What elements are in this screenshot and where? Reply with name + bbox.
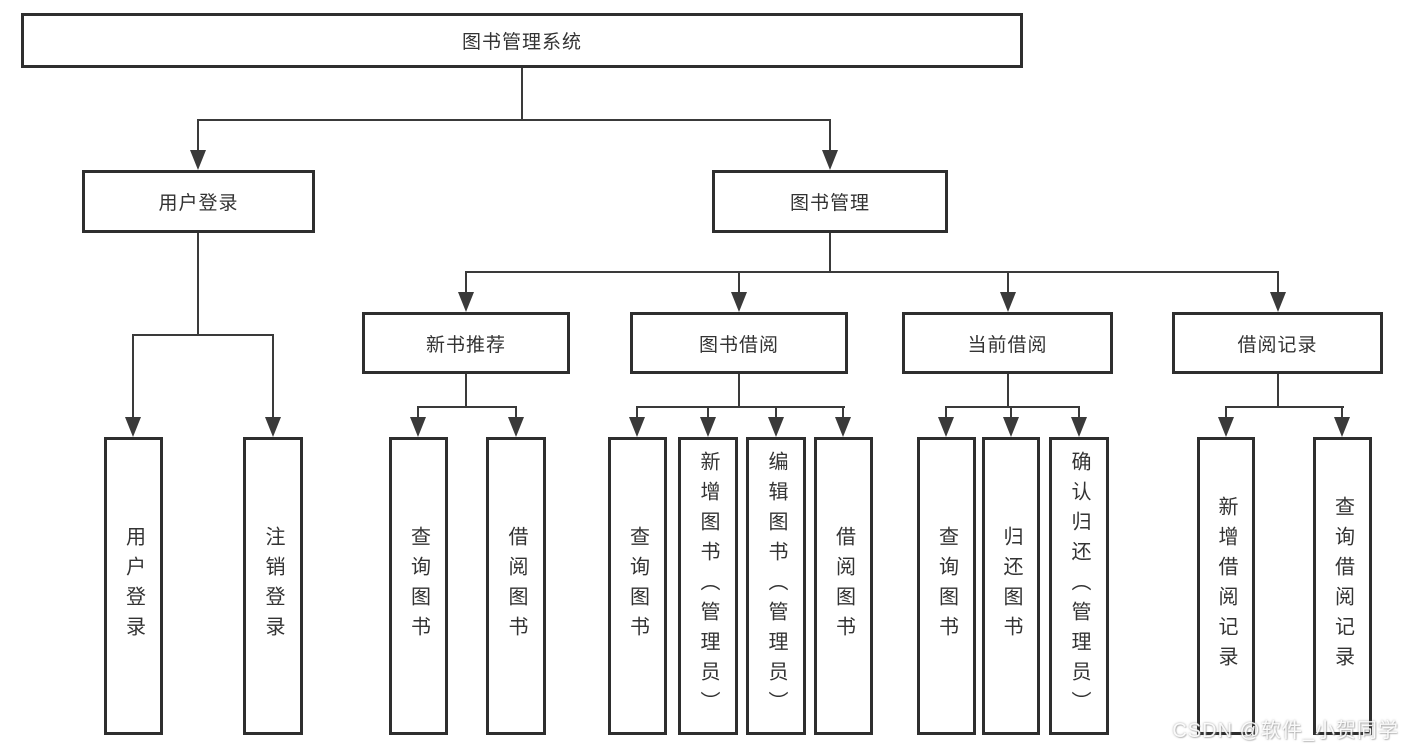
connector-line bbox=[132, 334, 274, 336]
arrowhead-icon bbox=[1071, 417, 1087, 437]
connector-line bbox=[1007, 271, 1009, 294]
node-current-borrowing: 当前借阅 bbox=[902, 312, 1113, 374]
leaf-borrow-books-recommend: 借阅图书 bbox=[486, 437, 546, 735]
connector-line bbox=[707, 406, 709, 420]
arrowhead-icon bbox=[1270, 292, 1286, 312]
arrowhead-icon bbox=[1000, 292, 1016, 312]
node-book-borrowing: 图书借阅 bbox=[630, 312, 848, 374]
leaf-logout: 注销登录 bbox=[243, 437, 303, 735]
leaf-add-books-admin: 新增图书（管理员） bbox=[678, 437, 738, 735]
leaf-query-borrow-record: 查询借阅记录 bbox=[1313, 437, 1372, 735]
arrowhead-icon bbox=[265, 417, 281, 437]
node-book-management: 图书管理 bbox=[712, 170, 948, 233]
connector-line bbox=[738, 271, 740, 294]
watermark: CSDN @软件_小贺同学 bbox=[1172, 720, 1399, 742]
leaf-add-borrow-record: 新增借阅记录 bbox=[1197, 437, 1255, 735]
connector-line bbox=[945, 406, 1080, 408]
node-new-book-recommendation: 新书推荐 bbox=[362, 312, 570, 374]
connector-line bbox=[465, 374, 467, 408]
leaf-query-books-borrow: 查询图书 bbox=[608, 437, 667, 735]
arrowhead-icon bbox=[508, 417, 524, 437]
arrowhead-icon bbox=[125, 417, 141, 437]
connector-line bbox=[775, 406, 777, 420]
connector-line bbox=[636, 406, 845, 408]
connector-line bbox=[465, 271, 467, 294]
leaf-borrow-books: 借阅图书 bbox=[814, 437, 873, 735]
connector-line bbox=[1007, 374, 1009, 408]
leaf-user-login: 用户登录 bbox=[104, 437, 163, 735]
connector-line bbox=[1277, 374, 1279, 408]
connector-line bbox=[1078, 406, 1080, 420]
node-library-management-system: 图书管理系统 bbox=[21, 13, 1023, 68]
arrowhead-icon bbox=[410, 417, 426, 437]
connector-line bbox=[132, 334, 134, 420]
arrowhead-icon bbox=[768, 417, 784, 437]
leaf-confirm-return-admin: 确认归还（管理员） bbox=[1049, 437, 1109, 735]
connector-line bbox=[738, 374, 740, 408]
connector-line bbox=[417, 406, 419, 420]
connector-line bbox=[829, 233, 831, 273]
node-user-login: 用户登录 bbox=[82, 170, 315, 233]
leaf-return-books: 归还图书 bbox=[982, 437, 1040, 735]
arrowhead-icon bbox=[700, 417, 716, 437]
connector-line bbox=[197, 233, 199, 336]
connector-line bbox=[1010, 406, 1012, 420]
connector-line bbox=[197, 119, 831, 121]
connector-line bbox=[1277, 271, 1279, 294]
arrowhead-icon bbox=[822, 150, 838, 170]
arrowhead-icon bbox=[731, 292, 747, 312]
connector-line bbox=[842, 406, 844, 420]
connector-line bbox=[1341, 406, 1343, 420]
arrowhead-icon bbox=[629, 417, 645, 437]
connector-line bbox=[636, 406, 638, 420]
connector-line bbox=[515, 406, 517, 420]
node-borrowing-records: 借阅记录 bbox=[1172, 312, 1383, 374]
connector-line bbox=[521, 68, 523, 121]
connector-line bbox=[829, 119, 831, 152]
arrowhead-icon bbox=[458, 292, 474, 312]
connector-line bbox=[272, 334, 274, 420]
arrowhead-icon bbox=[1003, 417, 1019, 437]
connector-line bbox=[945, 406, 947, 420]
connector-line bbox=[1225, 406, 1227, 420]
arrowhead-icon bbox=[835, 417, 851, 437]
connector-line bbox=[465, 271, 1279, 273]
leaf-query-books-current: 查询图书 bbox=[917, 437, 976, 735]
arrowhead-icon bbox=[1218, 417, 1234, 437]
connector-line bbox=[417, 406, 517, 408]
arrowhead-icon bbox=[938, 417, 954, 437]
leaf-edit-books-admin: 编辑图书（管理员） bbox=[746, 437, 806, 735]
arrowhead-icon bbox=[1334, 417, 1350, 437]
connector-line bbox=[1225, 406, 1344, 408]
connector-line bbox=[197, 119, 199, 152]
arrowhead-icon bbox=[190, 150, 206, 170]
leaf-query-books-recommend: 查询图书 bbox=[389, 437, 448, 735]
